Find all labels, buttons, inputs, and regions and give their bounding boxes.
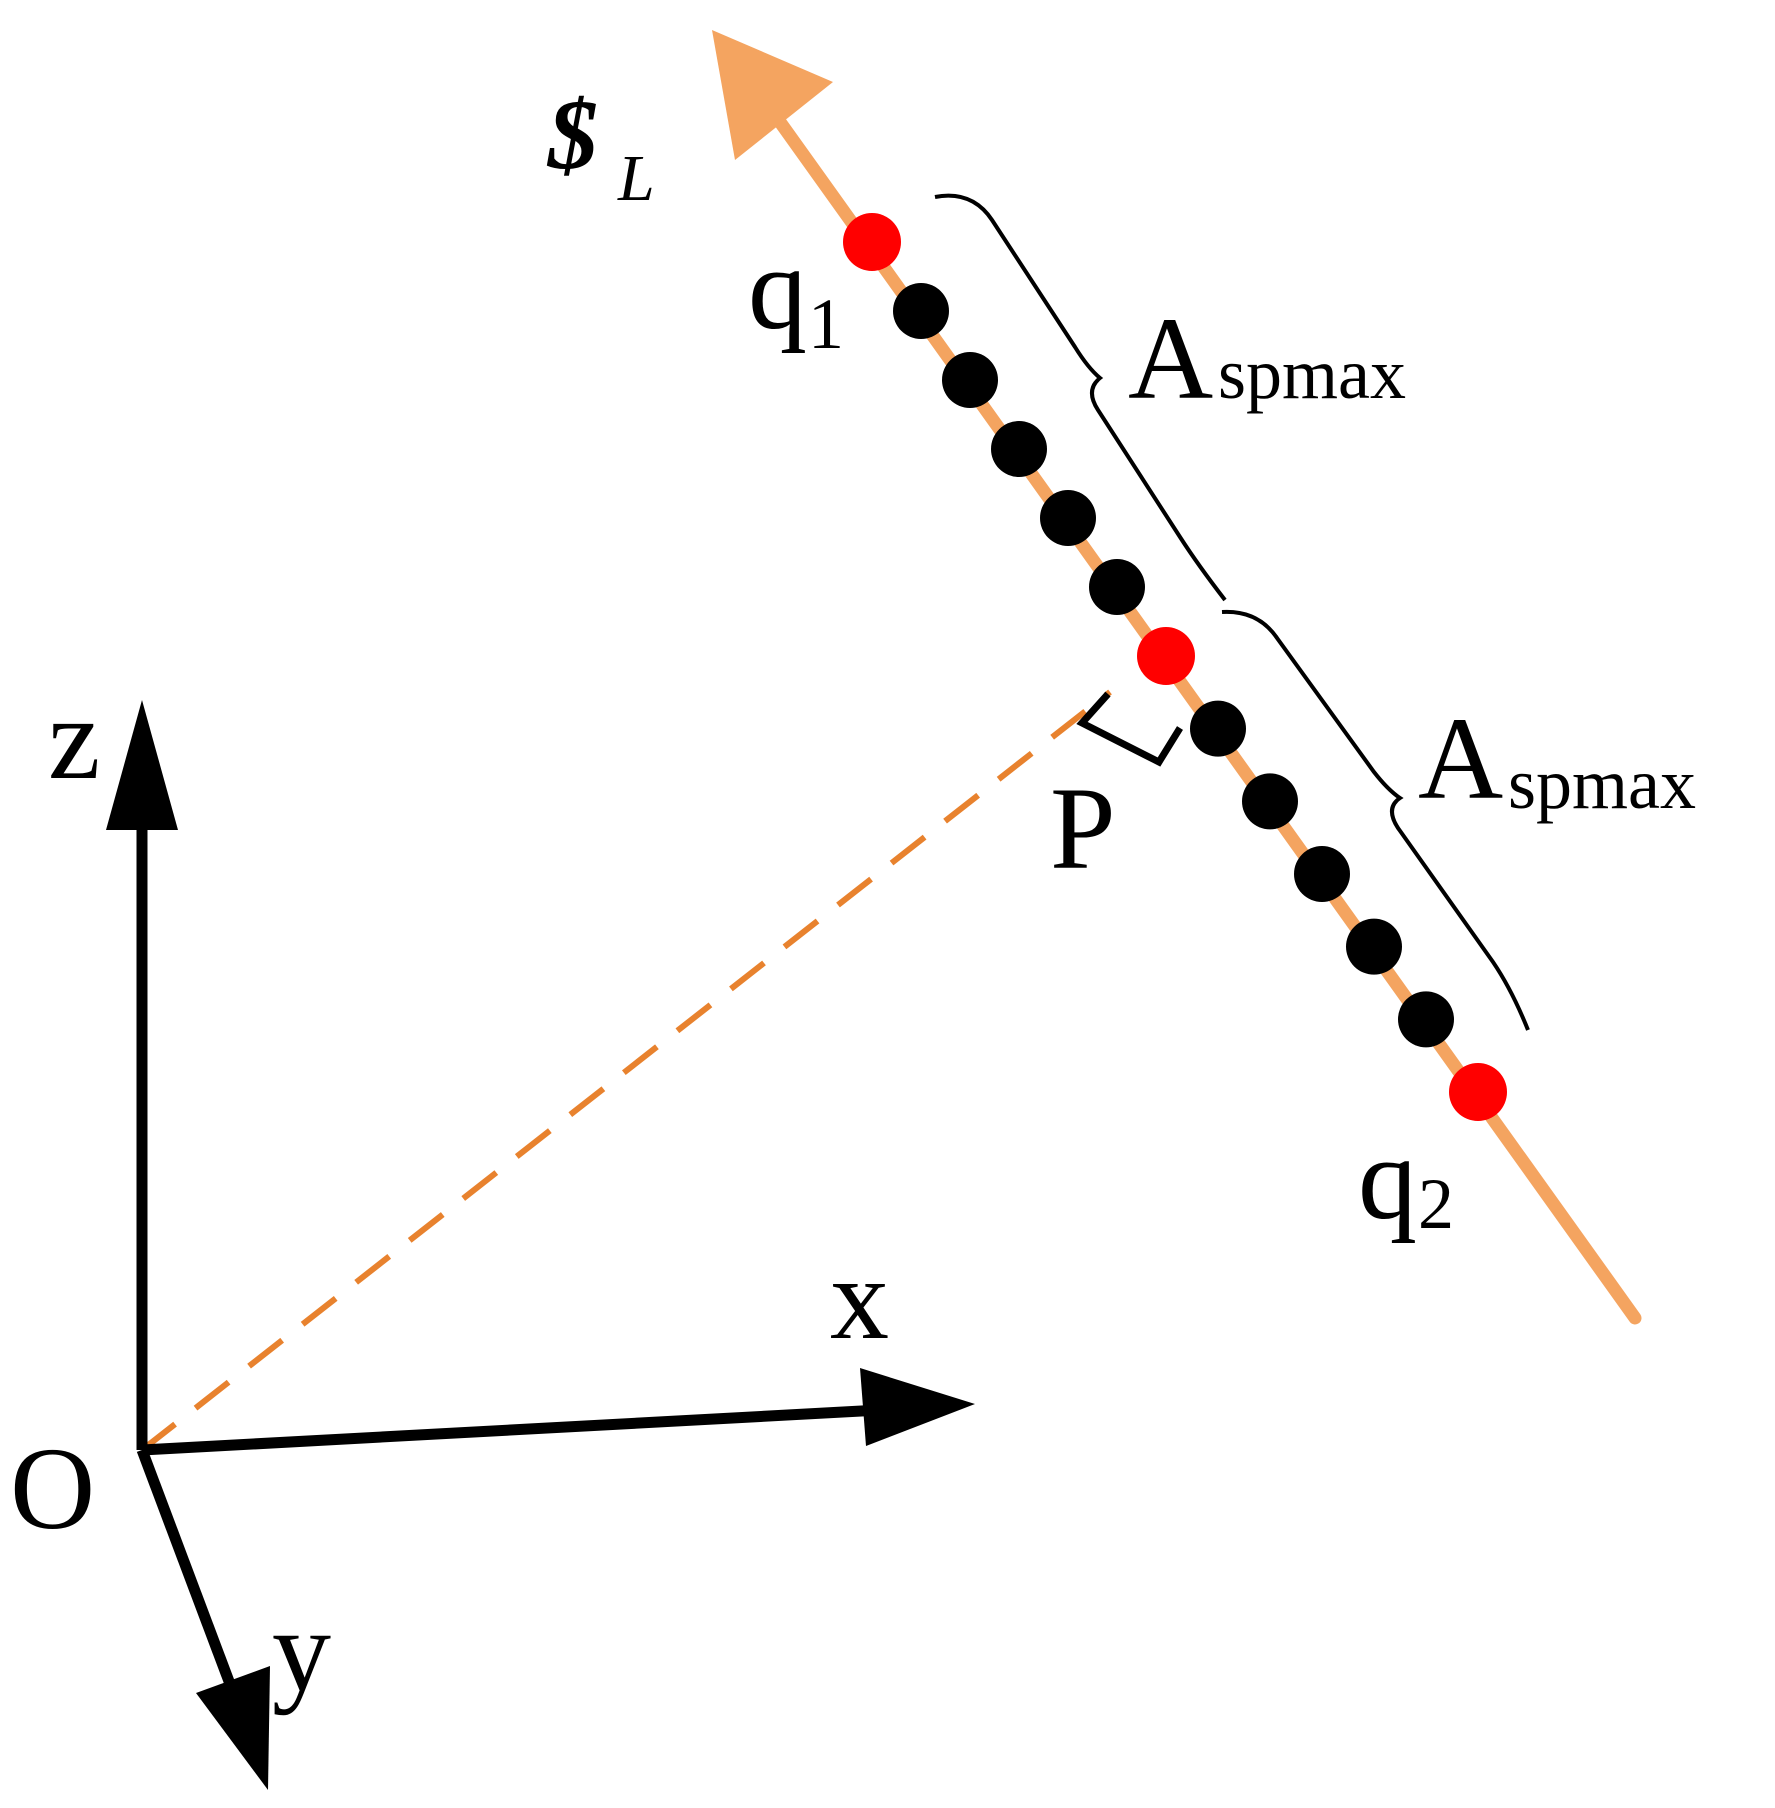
origin-label: O — [10, 1423, 95, 1554]
lower-span-label-sub: spmax — [1508, 744, 1696, 824]
upper-span-label-sub: spmax — [1218, 334, 1406, 414]
sample-point-lower-3 — [1294, 846, 1350, 902]
sample-point-lower-5 — [1398, 991, 1454, 1048]
x-axis-line — [141, 1404, 881, 1456]
q2-letter: q — [1358, 1113, 1417, 1244]
perpendicular-dashed-line — [140, 689, 1112, 1453]
right-angle-marker — [1076, 691, 1183, 767]
y-axis-label: y — [272, 1585, 331, 1716]
sample-point-upper-5 — [1089, 559, 1145, 615]
sample-point-lower-2 — [1242, 773, 1298, 830]
q2-subscript: 2 — [1418, 1164, 1454, 1244]
sample-point-upper-2 — [942, 352, 998, 408]
sample-points-group — [843, 213, 1507, 1121]
screw-subscript-label: L — [617, 142, 655, 215]
screw-symbol-label: $ — [546, 79, 598, 190]
x-axis-label: x — [830, 1233, 889, 1364]
sample-point-upper-3 — [991, 421, 1047, 477]
z-axis-label: z — [48, 673, 100, 804]
point-q2 — [1449, 1063, 1507, 1121]
sample-point-lower-4 — [1346, 918, 1402, 975]
sample-point-lower-1 — [1190, 700, 1246, 757]
sample-point-upper-1 — [893, 283, 949, 339]
sample-point-upper-4 — [1040, 490, 1096, 546]
q1-letter: q — [748, 223, 807, 354]
point-q1 — [843, 213, 901, 271]
x-axis-arrowhead — [860, 1368, 975, 1446]
lower-span-label-main: A — [1418, 693, 1503, 824]
upper-span-brace — [934, 193, 1227, 602]
point-p — [1137, 627, 1195, 685]
y-axis-arrowhead — [196, 1666, 270, 1790]
screw-axis-arrowhead — [712, 30, 833, 160]
z-axis-arrowhead — [106, 700, 178, 830]
y-axis-line — [136, 1448, 242, 1702]
q1-subscript: 1 — [808, 284, 844, 364]
upper-span-label-main: A — [1128, 293, 1213, 424]
lower-span-brace — [1221, 609, 1530, 1031]
point-p-label: P — [1050, 763, 1116, 894]
